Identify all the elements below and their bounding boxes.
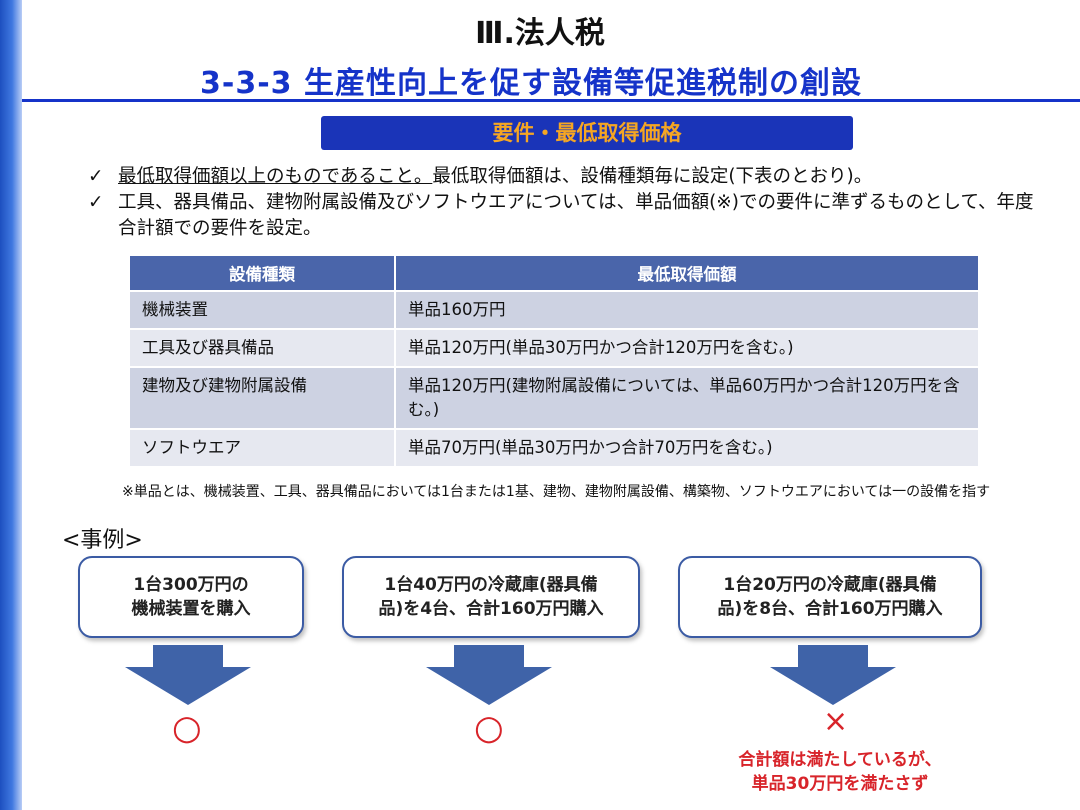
column-header: 最低取得価額	[395, 256, 978, 291]
table-row: 建物及び建物附属設備 単品120万円(建物附属設備については、単品60万円かつ合…	[130, 366, 978, 429]
result-ok-icon: ○	[474, 708, 504, 748]
section-header: 要件・最低取得価格	[321, 116, 853, 150]
column-header: 設備種類	[130, 256, 396, 291]
bullet-emphasis: 最低取得価額以上のものであること。	[118, 166, 433, 187]
table-row: ソフトウエア 単品70万円(単品30万円かつ合計70万円を含む。)	[130, 428, 978, 466]
page-subtitle: 3-3-3 生産性向上を促す設備等促進税制の創設	[200, 66, 862, 101]
checkmark-icon: ✓	[88, 166, 104, 187]
equipment-type-cell: ソフトウエア	[130, 428, 396, 466]
result-explanation: 合計額は満たしているが、 単品30万円を満たさず	[700, 748, 980, 796]
bullet-item: ✓ 工具、器具備品、建物附属設備及びソフトウエアについては、単品価額(※)での要…	[88, 190, 1038, 242]
minimum-price-cell: 単品120万円(単品30万円かつ合計120万円を含む。)	[395, 328, 978, 367]
bullet-text: 工具、器具備品、建物附属設備及びソフトウエアについては、単品価額(※)での要件に…	[118, 192, 1034, 239]
equipment-type-cell: 工具及び器具備品	[130, 328, 396, 367]
result-explanation-line: 合計額は満たしているが、	[738, 750, 942, 770]
example-case-2: 1台40万円の冷蔵庫(器具備 品)を4台、合計160万円購入	[342, 556, 640, 638]
case-text-line: 品)を8台、合計160万円購入	[717, 599, 943, 619]
example-case-3: 1台20万円の冷蔵庫(器具備 品)を8台、合計160万円購入	[678, 556, 982, 638]
bullet-item: ✓ 最低取得価額以上のものであること。最低取得価額は、設備種類毎に設定(下表のと…	[88, 164, 1038, 190]
case-text-line: 品)を4台、合計160万円購入	[378, 599, 604, 619]
case-text-line: 1台300万円の	[133, 575, 249, 595]
table-row: 工具及び器具備品 単品120万円(単品30万円かつ合計120万円を含む。)	[130, 328, 978, 367]
down-arrow-icon	[426, 645, 552, 705]
checkmark-icon: ✓	[88, 192, 104, 213]
examples-heading: <事例>	[62, 528, 143, 553]
requirement-bullets: ✓ 最低取得価額以上のものであること。最低取得価額は、設備種類毎に設定(下表のと…	[88, 164, 1038, 242]
result-ng-icon: ×	[823, 704, 849, 739]
equipment-type-cell: 建物及び建物附属設備	[130, 366, 396, 429]
case-text-line: 1台40万円の冷蔵庫(器具備	[384, 575, 598, 595]
table-row: 機械装置 単品160万円	[130, 290, 978, 329]
minimum-price-cell: 単品120万円(建物附属設備については、単品60万円かつ合計120万円を含む。)	[395, 366, 978, 429]
result-ok-icon: ○	[172, 708, 202, 748]
minimum-price-cell: 単品160万円	[395, 290, 978, 329]
left-decorative-stripe	[0, 0, 22, 810]
equipment-type-cell: 機械装置	[130, 290, 396, 329]
down-arrow-icon	[125, 645, 251, 705]
case-text-line: 1台20万円の冷蔵庫(器具備	[723, 575, 937, 595]
footnote: ※単品とは、機械装置、工具、器具備品においては1台または1基、建物、建物附属設備…	[122, 484, 991, 500]
example-case-1: 1台300万円の 機械装置を購入	[78, 556, 304, 638]
minimum-price-cell: 単品70万円(単品30万円かつ合計70万円を含む。)	[395, 428, 978, 466]
result-explanation-line: 単品30万円を満たさず	[751, 774, 929, 794]
table-header-row: 設備種類 最低取得価額	[130, 256, 978, 291]
minimum-price-table: 設備種類 最低取得価額 機械装置 単品160万円 工具及び器具備品 単品120万…	[130, 256, 978, 466]
title-divider	[22, 99, 1080, 102]
page-title: Ⅲ.法人税	[475, 16, 605, 51]
down-arrow-icon	[770, 645, 896, 705]
bullet-text: 最低取得価額は、設備種類毎に設定(下表のとおり)。	[432, 166, 873, 187]
case-text-line: 機械装置を購入	[131, 599, 251, 619]
